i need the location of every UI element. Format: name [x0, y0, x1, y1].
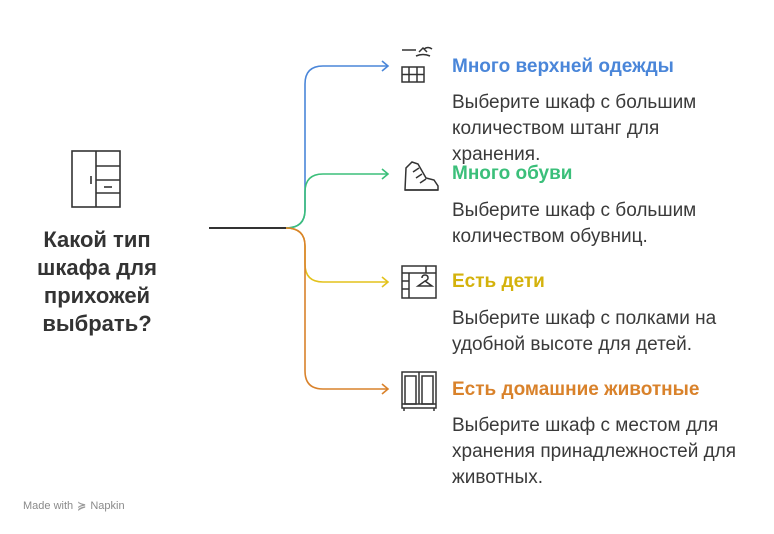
footer-made-with: Made with	[23, 499, 74, 512]
footer-credit: Made with ≽ Napkin	[23, 499, 125, 513]
napkin-icon: ≽	[77, 500, 87, 512]
shelf-hanger-icon	[401, 265, 437, 299]
connectors	[285, 60, 390, 395]
coat-rack-icon	[401, 46, 433, 83]
connector-line	[285, 227, 388, 390]
branch-title-shoes: Много обуви	[452, 163, 573, 184]
connector-arrowhead	[381, 60, 390, 72]
question-text: Какой тип шкафа для прихожей выбрать?	[20, 226, 174, 338]
question-line: прихожей	[43, 283, 151, 308]
branch-title-outerwear: Много верхней одежды	[452, 56, 674, 77]
branch-desc-outerwear: Выберите шкаф с большим количеством штан…	[452, 92, 697, 165]
connector-line	[285, 65, 388, 229]
connector-arrowhead	[381, 276, 390, 288]
question-line: выбрать?	[42, 311, 152, 336]
wardrobe-icon	[71, 150, 121, 208]
question-line: Какой тип	[43, 227, 151, 252]
branch-title-pets: Есть домашние животные	[452, 379, 700, 400]
sneaker-icon	[404, 161, 439, 191]
question-line: шкафа для	[37, 255, 157, 280]
connector-line	[285, 227, 388, 283]
connector-arrowhead	[381, 383, 390, 395]
branch-desc-kids: Выберите шкаф с полками на удобной высот…	[452, 308, 717, 355]
branch-desc-shoes: Выберите шкаф с большим количеством обув…	[452, 200, 697, 247]
branch-desc-pets: Выберите шкаф с местом для хранения прин…	[452, 415, 737, 488]
footer-brand: Napkin	[90, 499, 125, 512]
cabinet-icon	[401, 371, 437, 411]
connector-line	[285, 173, 388, 229]
branch-title-kids: Есть дети	[452, 271, 545, 292]
connector-arrowhead	[381, 168, 390, 180]
